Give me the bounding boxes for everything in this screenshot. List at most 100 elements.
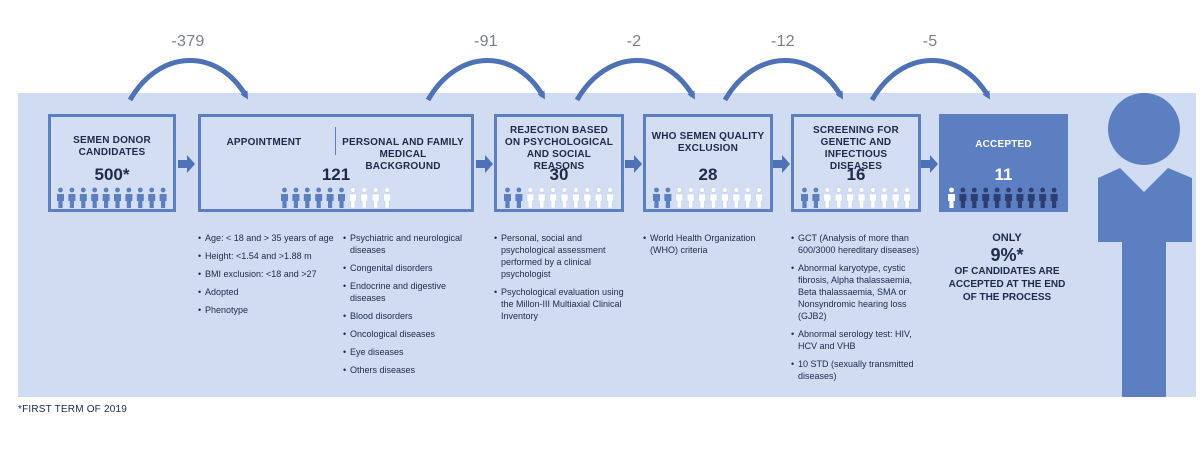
person-icon-empty — [903, 187, 911, 209]
summary-only: ONLY — [992, 232, 1022, 244]
person-icon-empty — [560, 187, 569, 209]
person-icon-empty — [686, 187, 695, 209]
stage-count: 500* — [94, 165, 130, 184]
criteria-item: Phenotype — [198, 304, 338, 316]
delta-label-5: -5 — [922, 33, 938, 50]
person-icon-filled — [315, 187, 323, 208]
person-icon-filled — [653, 187, 660, 208]
person-icon-empty — [869, 187, 877, 209]
criteria-item: Congenital disorders — [343, 262, 471, 274]
delta-label-1: -379 — [171, 33, 205, 50]
medical-criteria-list: Psychiatric and neurological diseasesCon… — [343, 232, 471, 382]
person-icon-empty — [1016, 187, 1024, 208]
person-icon-empty — [698, 187, 706, 209]
summary-percent: 9%* — [990, 245, 1024, 265]
person-icon-filled — [326, 187, 334, 208]
person-icon-filled — [303, 187, 311, 208]
person-icon-empty — [732, 187, 741, 209]
person-icon-empty — [606, 187, 614, 209]
delta-label-4: -12 — [770, 33, 796, 50]
criteria-item: Age: < 18 and > 35 years of age — [198, 232, 338, 244]
who-criteria-list: World Health Organization (WHO) criteria — [643, 232, 773, 262]
footnote: *FIRST TERM OF 2019 — [18, 404, 128, 415]
stage-box-psych: REJECTION BASED ON PSYCHOLOGICAL AND SOC… — [494, 114, 624, 212]
person-icon-empty — [675, 187, 684, 209]
stage-count: 28 — [698, 165, 718, 184]
criteria-item: Endocrine and digestive diseases — [343, 280, 471, 304]
criteria-item: GCT (Analysis of more than 600/3000 here… — [791, 232, 927, 256]
stage-box-screening: SCREENING FOR GENETIC AND INFECTIOUS DIS… — [791, 114, 921, 212]
person-icon-empty — [982, 187, 990, 208]
arrow-3 — [574, 58, 696, 102]
person-icon-empty — [1005, 187, 1012, 208]
person-icon-filled — [801, 187, 808, 208]
person-figure-icon — [1098, 93, 1192, 397]
criteria-item: Psychological evaluation using the Millo… — [494, 286, 628, 322]
person-icon-empty — [880, 187, 889, 209]
person-icon-empty — [721, 187, 729, 209]
people-icons — [504, 187, 614, 209]
stage-title: ACCEPTED — [975, 139, 1032, 150]
person-icon-empty — [834, 187, 843, 209]
person-icon-filled — [292, 187, 300, 208]
person-icon-filled — [102, 187, 110, 208]
stage-box-who: WHO SEMEN QUALITY EXCLUSION 28 — [643, 114, 773, 212]
screening-criteria-list: GCT (Analysis of more than 600/3000 here… — [791, 232, 927, 388]
arrow-2 — [425, 58, 546, 102]
criteria-item: Abnormal serology test: HIV, HCV and VHB — [791, 328, 927, 352]
person-icon-filled — [948, 187, 955, 208]
person-icon-empty — [823, 187, 832, 209]
connector-arrow — [921, 155, 938, 173]
criteria-item: Eye diseases — [343, 346, 471, 358]
person-icon-empty — [1050, 187, 1058, 208]
summary-text: OF CANDIDATES ARE ACCEPTED AT THE END OF… — [948, 266, 1066, 303]
criteria-item: World Health Organization (WHO) criteria — [643, 232, 773, 256]
person-icon-filled — [125, 187, 133, 208]
person-icon-filled — [159, 187, 167, 208]
people-icons — [948, 187, 1058, 208]
person-icon-empty — [537, 187, 546, 209]
person-icon-filled — [338, 187, 345, 208]
criteria-item: Psychiatric and neurological diseases — [343, 232, 471, 256]
stage-title: REJECTION BASED ON PSYCHOLOGICAL AND SOC… — [504, 125, 614, 172]
criteria-item: Height: <1.54 and >1.88 m — [198, 250, 338, 262]
person-icon-filled — [148, 187, 156, 208]
arrow-5 — [869, 58, 991, 102]
delta-label-3: -2 — [626, 33, 642, 50]
person-icon-filled — [114, 187, 121, 208]
stage-count: 121 — [321, 165, 351, 184]
person-icon-filled — [515, 187, 523, 208]
people-icons — [653, 187, 763, 209]
person-icon-empty — [526, 187, 535, 209]
criteria-item: BMI exclusion: <18 and >27 — [198, 268, 338, 280]
person-icon-filled — [664, 187, 672, 208]
person-icon-filled — [79, 187, 87, 208]
connector-arrow — [773, 155, 790, 173]
connector-arrow — [625, 155, 642, 173]
people-icons — [281, 187, 391, 209]
person-icon-empty — [1039, 187, 1047, 208]
criteria-item: Blood disorders — [343, 310, 471, 322]
stage-count: 30 — [549, 165, 569, 184]
person-icon-empty — [891, 187, 900, 209]
person-icon-empty — [993, 187, 1001, 208]
person-icon-filled — [91, 187, 99, 208]
person-icon-filled — [57, 187, 64, 208]
criteria-item: Personal, social and psychological asses… — [494, 232, 628, 280]
stage-box-accepted: ACCEPTED 11 — [939, 114, 1068, 212]
delta-label-2: -91 — [473, 33, 499, 50]
person-icon-empty — [572, 187, 580, 209]
person-icon-empty — [583, 187, 592, 209]
criteria-item: Adopted — [198, 286, 338, 298]
person-icon-empty — [360, 187, 369, 209]
person-icon-empty — [857, 187, 866, 209]
stage-box-appointment: APPOINTMENT PERSONAL AND FAMILY MEDICAL … — [198, 114, 474, 212]
stage-count: 16 — [846, 165, 866, 184]
stage-title-secondary: PERSONAL AND FAMILY MEDICAL BACKGROUND — [342, 137, 464, 172]
person-icon-filled — [812, 187, 820, 208]
person-icon-filled — [281, 187, 288, 208]
people-icons — [801, 187, 911, 209]
person-icon-filled — [504, 187, 511, 208]
criteria-item: Oncological diseases — [343, 328, 471, 340]
